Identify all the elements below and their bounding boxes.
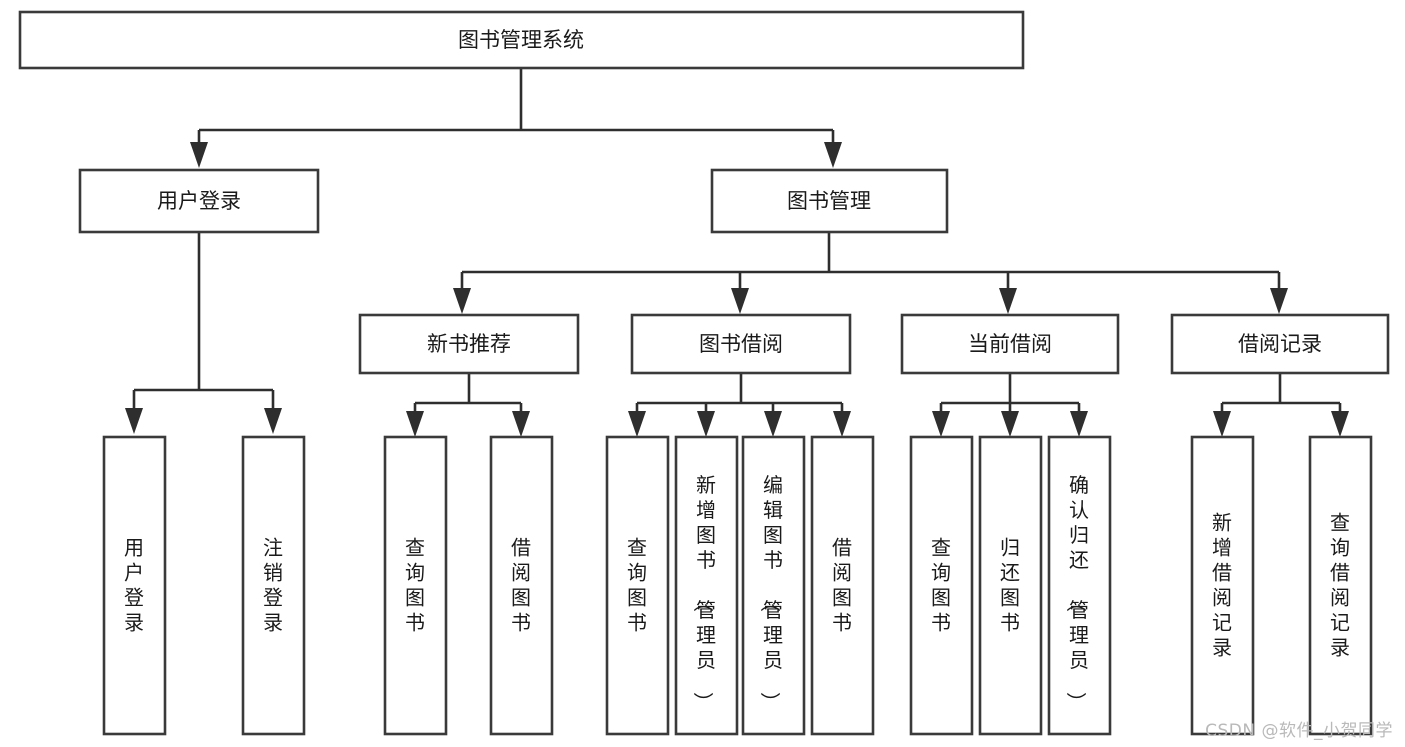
connector-root-to-level2 <box>190 68 842 168</box>
node-current-borrow-label: 当前借阅 <box>968 332 1052 356</box>
node-leaf-add-book[interactable]: 新增图书（管理员） <box>674 435 739 736</box>
node-new-book-recommend-label: 新书推荐 <box>427 332 511 356</box>
node-leaf-user-login-label: 用户登录 <box>124 536 144 635</box>
node-leaf-query-record-label: 查询借阅记录 <box>1330 511 1350 660</box>
node-leaf-confirm-return[interactable]: 确认归还（管理员） <box>1047 435 1112 736</box>
node-book-borrow[interactable]: 图书借阅 <box>630 313 852 375</box>
node-user-login-label: 用户登录 <box>157 189 241 213</box>
node-book-manage[interactable]: 图书管理 <box>710 168 949 234</box>
node-leaf-user-logout[interactable]: 注销登录 <box>241 435 306 736</box>
connector-currentborrow-to-leaves <box>932 373 1088 437</box>
node-leaf-confirm-return-label: 确认归还（管理员） <box>1064 473 1089 712</box>
node-book-manage-label: 图书管理 <box>787 189 871 213</box>
connector-borrowrecord-to-leaves <box>1213 373 1349 437</box>
node-leaf-borrow-book-1[interactable]: 借阅图书 <box>489 435 554 736</box>
node-root-label: 图书管理系统 <box>458 28 584 52</box>
node-leaf-query-book-3[interactable]: 查询图书 <box>909 435 974 736</box>
node-current-borrow[interactable]: 当前借阅 <box>900 313 1120 375</box>
node-leaf-add-record-label: 新增借阅记录 <box>1212 511 1232 660</box>
node-leaf-borrow-book-1-label: 借阅图书 <box>511 536 531 635</box>
node-leaf-query-book-2-label: 查询图书 <box>627 536 647 635</box>
node-leaf-query-book-3-label: 查询图书 <box>931 536 951 635</box>
node-leaf-query-record[interactable]: 查询借阅记录 <box>1308 435 1373 736</box>
connector-userlogin-to-leaves <box>125 232 282 434</box>
node-user-login[interactable]: 用户登录 <box>78 168 320 234</box>
connector-newbook-to-leaves <box>406 373 530 437</box>
node-leaf-add-record[interactable]: 新增借阅记录 <box>1190 435 1255 736</box>
node-leaf-query-book-1[interactable]: 查询图书 <box>383 435 448 736</box>
node-leaf-borrow-book-2-label: 借阅图书 <box>832 536 852 635</box>
node-leaf-user-login[interactable]: 用户登录 <box>102 435 167 736</box>
csdn-watermark: CSDN @软件_小贺同学 <box>1205 721 1393 741</box>
node-leaf-edit-book[interactable]: 编辑图书（管理员） <box>741 435 806 736</box>
node-borrow-record[interactable]: 借阅记录 <box>1170 313 1390 375</box>
node-borrow-record-label: 借阅记录 <box>1238 332 1322 356</box>
node-book-borrow-label: 图书借阅 <box>699 332 783 356</box>
node-leaf-return-book[interactable]: 归还图书 <box>978 435 1043 736</box>
node-leaf-add-book-label: 新增图书（管理员） <box>691 473 716 712</box>
node-leaf-edit-book-label: 编辑图书（管理员） <box>758 473 783 712</box>
connector-bookmanage-to-level3 <box>453 232 1288 314</box>
connector-bookborrow-to-leaves <box>628 373 851 437</box>
node-root[interactable]: 图书管理系统 <box>18 10 1025 70</box>
node-leaf-query-book-2[interactable]: 查询图书 <box>605 435 670 736</box>
node-leaf-return-book-label: 归还图书 <box>1000 536 1020 635</box>
node-leaf-query-book-1-label: 查询图书 <box>405 536 425 635</box>
node-leaf-borrow-book-2[interactable]: 借阅图书 <box>810 435 875 736</box>
node-new-book-recommend[interactable]: 新书推荐 <box>358 313 580 375</box>
node-leaf-user-logout-label: 注销登录 <box>263 536 283 635</box>
